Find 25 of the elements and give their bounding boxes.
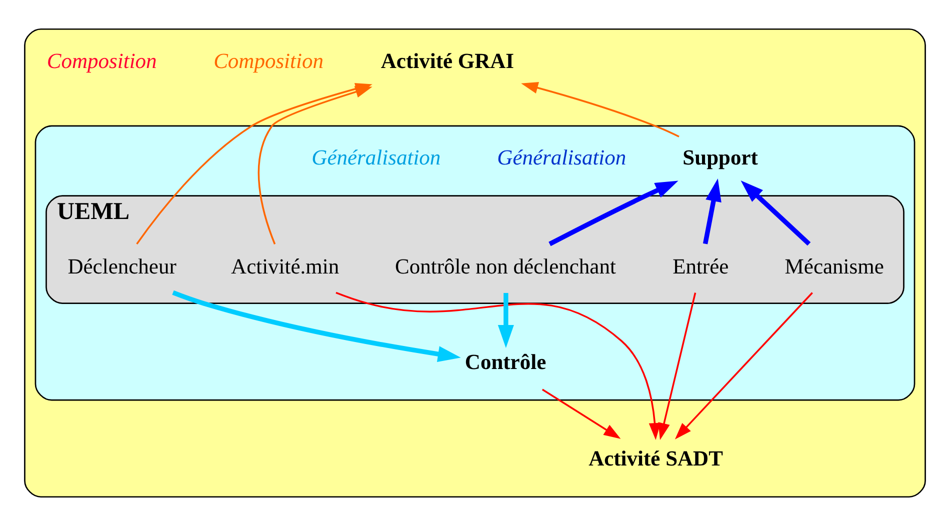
arrow — [521, 82, 680, 138]
node-text: Entrée — [672, 254, 729, 278]
arrow — [498, 292, 514, 348]
node-text: Contrôle — [464, 350, 546, 374]
arrow — [548, 180, 678, 246]
node-text: Contrôle non déclenchant — [395, 254, 616, 278]
arrow — [674, 292, 813, 440]
arrow — [336, 292, 661, 440]
arrow — [172, 290, 461, 362]
node-text: Support — [682, 146, 758, 170]
arrow — [740, 180, 811, 246]
arrow — [702, 178, 722, 244]
arrow — [658, 292, 696, 440]
label: Composition — [214, 48, 324, 73]
node-text: Mécanisme — [784, 254, 884, 278]
label: Composition — [46, 48, 157, 73]
node-text: Activité SADT — [588, 446, 723, 471]
node-text: Activité GRAI — [380, 48, 514, 73]
node-text: Activité.min — [231, 254, 340, 278]
cluster — [24, 28, 926, 498]
label: Généralisation — [312, 146, 441, 170]
cluster — [34, 125, 916, 401]
arrow — [542, 388, 621, 439]
node-text: Déclencheur — [68, 254, 176, 278]
label: Généralisation — [497, 146, 626, 170]
